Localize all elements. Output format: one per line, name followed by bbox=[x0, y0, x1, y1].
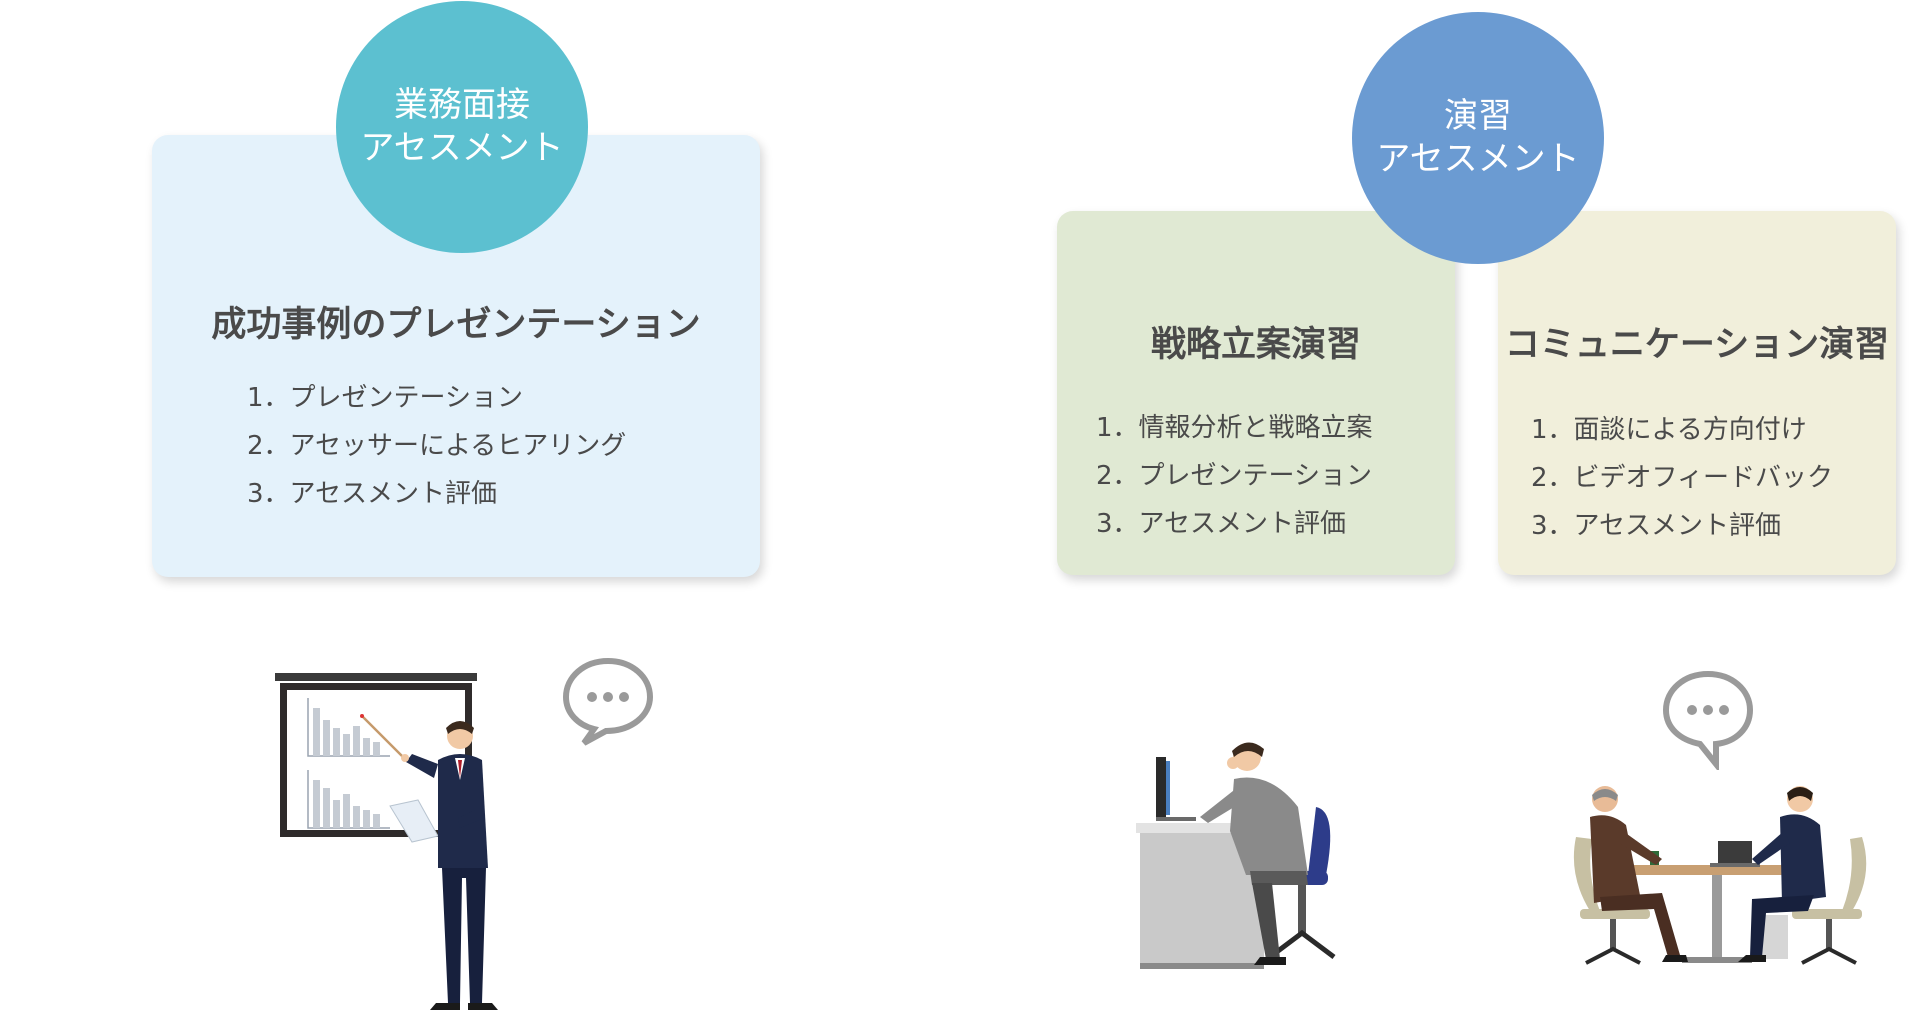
badge-line: 演習 bbox=[1444, 96, 1512, 136]
strategy-card-title: 戦略立案演習 bbox=[1150, 325, 1361, 365]
interview-card-title: 成功事例のプレゼンテーション bbox=[211, 305, 701, 345]
interview-steps-list: 1．プレゼンテーション 2．アセッサーによるヒアリング 3．アセスメント評価 bbox=[247, 374, 626, 518]
strategy-exercise-card bbox=[1057, 211, 1455, 575]
list-item: 3．アセスメント評価 bbox=[1096, 509, 1347, 539]
communication-card-title: コミュニケーション演習 bbox=[1504, 325, 1890, 365]
list-item: 1．面談による方向付け bbox=[1531, 415, 1807, 445]
list-item: 2．ビデオフィードバック bbox=[1531, 463, 1834, 493]
badge-line: アセスメント bbox=[1376, 139, 1580, 179]
list-item: 1．プレゼンテーション bbox=[247, 383, 524, 413]
list-item: 3．アセスメント評価 bbox=[247, 479, 498, 509]
list-item: 2．アセッサーによるヒアリング bbox=[247, 431, 627, 461]
desk-worker-illustration bbox=[1136, 742, 1336, 969]
communication-steps-list: 1．面談による方向付け 2．ビデオフィードバック 3．アセスメント評価 bbox=[1531, 406, 1833, 550]
meeting-illustration bbox=[1573, 786, 1867, 965]
list-item: 1．情報分析と戦略立案 bbox=[1096, 413, 1373, 443]
speech-bubble-icon bbox=[1662, 670, 1754, 770]
exercise-assessment-badge: 演習 アセスメント bbox=[1352, 12, 1604, 264]
list-item: 3．アセスメント評価 bbox=[1531, 511, 1782, 541]
interview-assessment-badge: 業務面接 アセスメント bbox=[336, 1, 588, 253]
presenter-with-chart-illustration bbox=[275, 673, 498, 1010]
communication-exercise-card bbox=[1498, 211, 1896, 575]
list-item: 2．プレゼンテーション bbox=[1096, 461, 1373, 491]
badge-line: 業務面接 bbox=[394, 85, 530, 125]
strategy-steps-list: 1．情報分析と戦略立案 2．プレゼンテーション 3．アセスメント評価 bbox=[1096, 404, 1373, 548]
badge-line: アセスメント bbox=[360, 128, 564, 168]
speech-bubble-icon bbox=[562, 657, 654, 746]
